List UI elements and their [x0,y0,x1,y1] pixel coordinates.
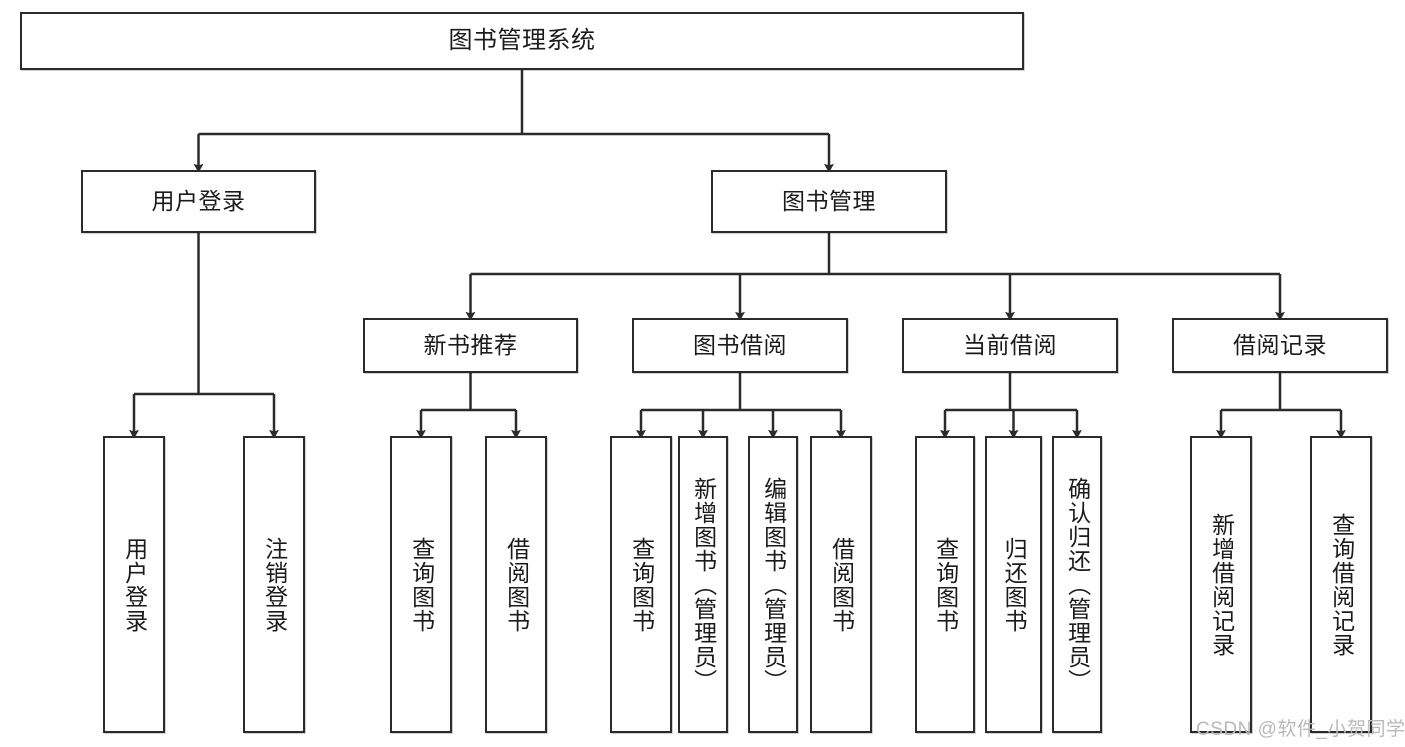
node-leaf-logout-label: 注销登录 [261,536,288,633]
node-leaf-confirm-return[interactable]: 确认归还（管理员） [1052,436,1102,733]
node-leaf-return-book-label: 归还图书 [1001,536,1028,633]
node-borrow-record-label: 借阅记录 [1233,332,1327,359]
node-leaf-edit-book[interactable]: 编辑图书（管理员） [748,436,798,733]
watermark: CSDN @软件_小贺同学 [1196,719,1405,740]
node-leaf-return-book[interactable]: 归还图书 [985,436,1042,733]
node-leaf-add-book[interactable]: 新增图书（管理员） [678,436,728,733]
node-leaf-user-login[interactable]: 用户登录 [103,436,165,733]
node-book-borrow[interactable]: 图书借阅 [632,318,848,373]
node-leaf-user-login-label: 用户登录 [121,536,148,633]
node-leaf-query-book-1[interactable]: 查询图书 [390,436,452,733]
node-leaf-logout[interactable]: 注销登录 [243,436,305,733]
node-leaf-confirm-return-label: 确认归还（管理员） [1064,476,1091,693]
node-leaf-add-borrow-record[interactable]: 新增借阅记录 [1190,436,1252,733]
node-leaf-query-book-2[interactable]: 查询图书 [610,436,672,733]
node-root-label: 图书管理系统 [448,27,596,55]
node-borrow-record[interactable]: 借阅记录 [1172,318,1388,373]
node-current-borrow[interactable]: 当前借阅 [902,318,1118,373]
node-current-borrow-label: 当前借阅 [963,332,1057,359]
node-leaf-borrow-book-2-label: 借阅图书 [828,536,855,633]
node-leaf-query-book-1-label: 查询图书 [408,536,435,633]
node-leaf-query-borrow-record[interactable]: 查询借阅记录 [1310,436,1372,733]
node-new-book-recommend-label: 新书推荐 [423,332,518,359]
node-leaf-borrow-book-1-label: 借阅图书 [503,536,530,633]
node-book-manage-label: 图书管理 [782,188,876,215]
node-user-login-label: 用户登录 [151,188,246,215]
node-book-borrow-label: 图书借阅 [693,332,787,359]
node-leaf-add-borrow-record-label: 新增借阅记录 [1208,512,1235,657]
node-new-book-recommend[interactable]: 新书推荐 [363,318,578,373]
node-leaf-query-book-3-label: 查询图书 [932,536,959,633]
node-leaf-borrow-book-1[interactable]: 借阅图书 [485,436,547,733]
node-user-login[interactable]: 用户登录 [81,170,316,233]
node-book-manage[interactable]: 图书管理 [711,170,947,233]
node-leaf-query-book-3[interactable]: 查询图书 [915,436,975,733]
node-root[interactable]: 图书管理系统 [20,12,1024,70]
node-leaf-add-book-label: 新增图书（管理员） [690,476,717,693]
node-leaf-edit-book-label: 编辑图书（管理员） [760,476,787,693]
node-leaf-query-borrow-record-label: 查询借阅记录 [1328,512,1355,657]
node-leaf-borrow-book-2[interactable]: 借阅图书 [810,436,872,733]
node-leaf-query-book-2-label: 查询图书 [628,536,655,633]
